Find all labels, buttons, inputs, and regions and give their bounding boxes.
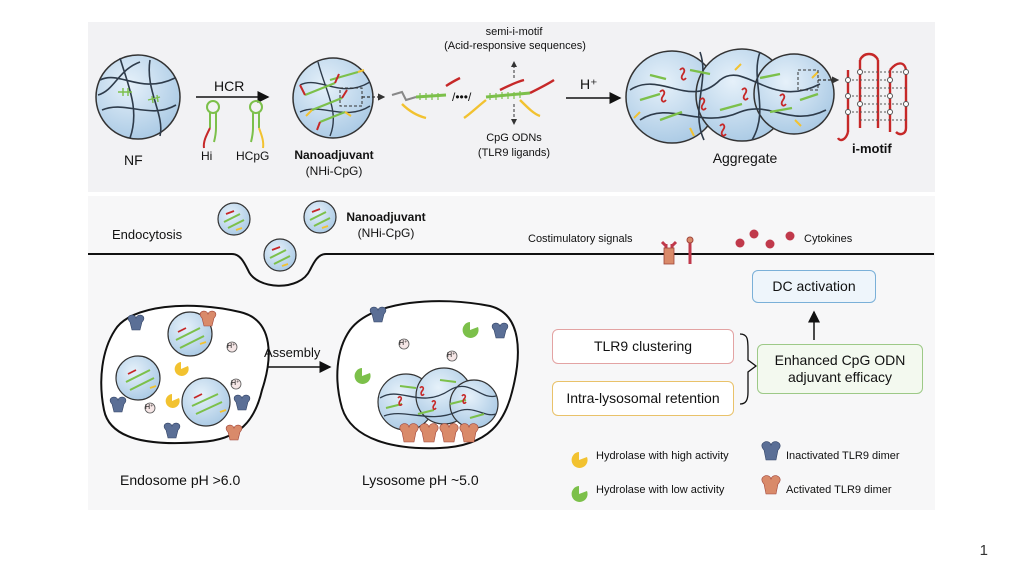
costimulatory-label: Costimulatory signals bbox=[528, 233, 633, 245]
lysosome bbox=[336, 300, 519, 450]
assembly-label: Assembly bbox=[264, 345, 321, 360]
costimulatory-receptor-icons bbox=[660, 236, 694, 265]
enhanced-efficacy-box: Enhanced CpG ODN adjuvant efficacy bbox=[757, 344, 923, 394]
h-ion-4: H⁺ bbox=[399, 340, 408, 347]
endocytosis-label: Endocytosis bbox=[112, 227, 183, 242]
intra-lysosomal-box: Intra-lysosomal retention bbox=[552, 381, 734, 416]
i-motif-label: i-motif bbox=[852, 141, 892, 156]
nanoadjuvant-sub: (NHi-CpG) bbox=[305, 164, 363, 178]
i-motif-structure bbox=[836, 52, 909, 142]
cell-membrane bbox=[88, 253, 934, 287]
dc-activation-box: DC activation bbox=[752, 270, 876, 303]
bracket bbox=[739, 333, 758, 405]
dna-strand-detail: /•••/ bbox=[391, 76, 555, 120]
legend-hydrolase-low: Hydrolase with low activity bbox=[596, 484, 725, 496]
cytokine-dots bbox=[735, 229, 795, 249]
cytokines-label: Cytokines bbox=[804, 233, 853, 245]
legend-hydrolase-high: Hydrolase with high activity bbox=[596, 450, 729, 462]
nanoadjuvant-label: Nanoadjuvant bbox=[294, 148, 374, 162]
acid-responsive-label: (Acid-responsive sequences) bbox=[444, 40, 586, 52]
semi-i-motif-label: semi-i-motif bbox=[485, 26, 543, 38]
h-ion-3: H⁺ bbox=[145, 404, 154, 411]
enhanced-line1: Enhanced CpG ODN bbox=[774, 351, 906, 368]
nanoadjuvant-label-bottom: Nanoadjuvant bbox=[346, 210, 426, 224]
hi-label: Hi bbox=[201, 149, 213, 163]
h-ion-1: H⁺ bbox=[227, 343, 236, 350]
aggregate-spheres bbox=[625, 48, 835, 144]
hi-hairpin-icon bbox=[202, 100, 220, 149]
enhanced-line2: adjuvant efficacy bbox=[787, 369, 893, 385]
h-ion-2: H⁺ bbox=[231, 380, 240, 387]
hcpg-hairpin-icon bbox=[249, 100, 265, 149]
nf-sphere bbox=[95, 54, 181, 140]
lysosome-label: Lysosome pH ~5.0 bbox=[362, 472, 479, 488]
legend-icons bbox=[571, 441, 781, 502]
hcr-label: HCR bbox=[214, 78, 245, 94]
svg-text:/•••/: /•••/ bbox=[452, 90, 472, 104]
h-ion-5: H⁺ bbox=[447, 352, 456, 359]
tlr9-ligands-label: (TLR9 ligands) bbox=[477, 147, 551, 159]
endosome bbox=[100, 304, 270, 445]
page-number: 1 bbox=[979, 542, 988, 559]
nanoadjuvant-sub-bottom: (NHi-CpG) bbox=[357, 226, 415, 240]
aggregate-label: Aggregate bbox=[712, 150, 778, 166]
endocytosis-particles bbox=[217, 200, 337, 272]
hcpg-label: HCpG bbox=[236, 149, 270, 163]
cpg-odns-label: CpG ODNs bbox=[486, 132, 542, 144]
legend-activated-tlr9: Activated TLR9 dimer bbox=[786, 484, 892, 496]
nf-label: NF bbox=[124, 152, 143, 168]
legend-inactivated-tlr9: Inactivated TLR9 dimer bbox=[786, 450, 900, 462]
nanoadjuvant-sphere bbox=[292, 57, 374, 139]
tlr9-clustering-box: TLR9 clustering bbox=[552, 329, 734, 364]
h-plus-label: H⁺ bbox=[580, 76, 598, 92]
endosome-label: Endosome pH >6.0 bbox=[120, 472, 241, 488]
